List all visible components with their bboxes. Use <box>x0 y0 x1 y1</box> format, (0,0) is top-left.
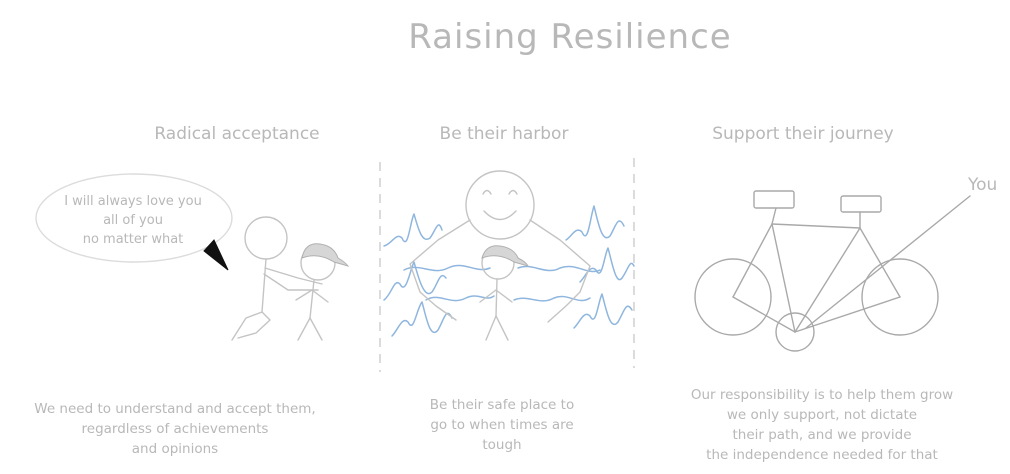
panel-3-body-line-1: Our responsibility is to help them grow <box>691 387 953 403</box>
panel-support-their-journey: Support their journey You Our responsibi… <box>691 124 997 463</box>
bubble-line-2: all of you <box>103 213 163 228</box>
panel-2-heading: Be their harbor <box>440 124 569 144</box>
you-label: You <box>967 175 997 195</box>
panel-radical-acceptance: Radical acceptance I will always love yo… <box>34 124 350 457</box>
bicycle <box>694 190 939 352</box>
panel-be-their-harbor: Be their harbor <box>379 124 635 453</box>
bubble-line-3: no matter what <box>83 232 184 247</box>
child-figure <box>295 243 350 341</box>
panel-2-body-line-1: Be their safe place to <box>430 397 574 413</box>
panel-1-body-line-2: regardless of achievements <box>82 421 269 437</box>
panel-1-body-line-3: and opinions <box>132 441 218 457</box>
panel-1-heading: Radical acceptance <box>154 124 319 144</box>
water-waves <box>383 205 635 337</box>
panel-2-body-line-3: tough <box>482 437 521 453</box>
panel-3-heading: Support their journey <box>712 124 894 144</box>
you-pointer-line <box>805 195 971 329</box>
panel-2-body-line-2: go to when times are <box>430 417 573 433</box>
bubble-line-1: I will always love you <box>64 194 202 209</box>
bubble-pointer <box>203 239 229 271</box>
harbor-child-figure <box>479 245 529 341</box>
panel-3-body-line-4: the independence needed for that <box>706 447 938 463</box>
harbor-parent-figure <box>409 170 591 323</box>
speech-bubble <box>35 173 233 263</box>
panel-1-body-line-1: We need to understand and accept them, <box>34 401 315 417</box>
panel-3-body-line-2: we only support, not dictate <box>727 407 917 423</box>
page-title: Raising Resilience <box>408 17 731 57</box>
panel-3-body-line-3: their path, and we provide <box>732 427 911 443</box>
